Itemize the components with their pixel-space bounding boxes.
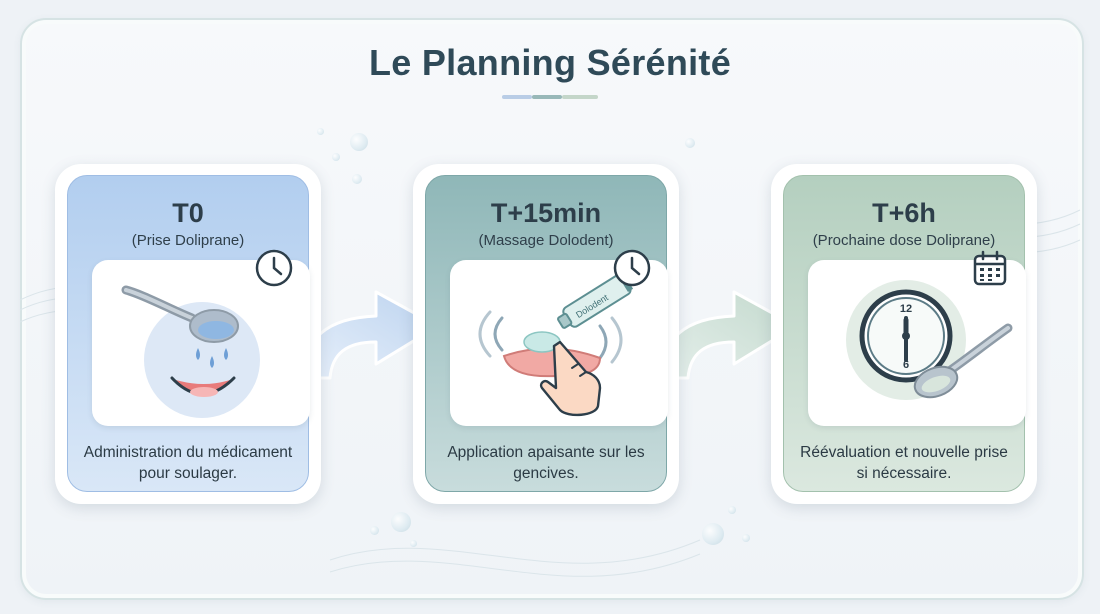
bubble	[370, 526, 379, 535]
step-card-t15min: T+15min (Massage Dolodent) Dolodent	[413, 164, 679, 504]
bubble	[685, 138, 695, 148]
illustration-gel-massage: Dolodent	[450, 260, 668, 426]
step-card-panel: T0 (Prise Doliprane) Administration du m…	[67, 175, 310, 492]
bubble	[332, 153, 340, 161]
bubble	[317, 128, 324, 135]
step-card-t6h: T+6h (Prochaine dose Doliprane) 12 6	[771, 164, 1037, 504]
bubble	[702, 523, 724, 545]
step-subtitle: (Prise Doliprane)	[131, 232, 245, 249]
illustration-spoon-drops	[92, 260, 310, 426]
bubble	[742, 534, 750, 542]
step-time: T+6h	[872, 198, 936, 228]
bubble	[410, 540, 417, 547]
step-card-t0: T0 (Prise Doliprane) Administration du m…	[55, 164, 321, 504]
step-subtitle: (Prochaine dose Doliprane)	[812, 232, 996, 249]
step-card-panel: T+15min (Massage Dolodent) Dolodent	[425, 175, 668, 492]
step-time: T0	[172, 198, 204, 228]
step-subtitle: (Massage Dolodent)	[478, 232, 614, 249]
bubble	[352, 174, 362, 184]
bubble	[728, 506, 736, 514]
step-description: Application apaisante sur les gencives.	[447, 444, 645, 482]
step-description: Réévaluation et nouvelle prise si nécess…	[800, 444, 1008, 482]
bubble	[391, 512, 411, 532]
step-card-panel: T+6h (Prochaine dose Doliprane) 12 6	[783, 175, 1026, 492]
step-time: T+15min	[490, 198, 602, 228]
illustration-clock-spoon: 12 6	[808, 260, 1026, 426]
clock-icon	[613, 249, 651, 287]
clock-label-12: 12	[900, 303, 912, 315]
calendar-icon	[973, 250, 1007, 286]
clock-label-6: 6	[903, 359, 909, 371]
page-title: Le Planning Sérénité	[368, 42, 732, 83]
title-underline	[502, 95, 598, 99]
step-description: Administration du médicament pour soulag…	[83, 444, 293, 482]
clock-icon	[255, 249, 293, 287]
bubble	[350, 133, 368, 151]
